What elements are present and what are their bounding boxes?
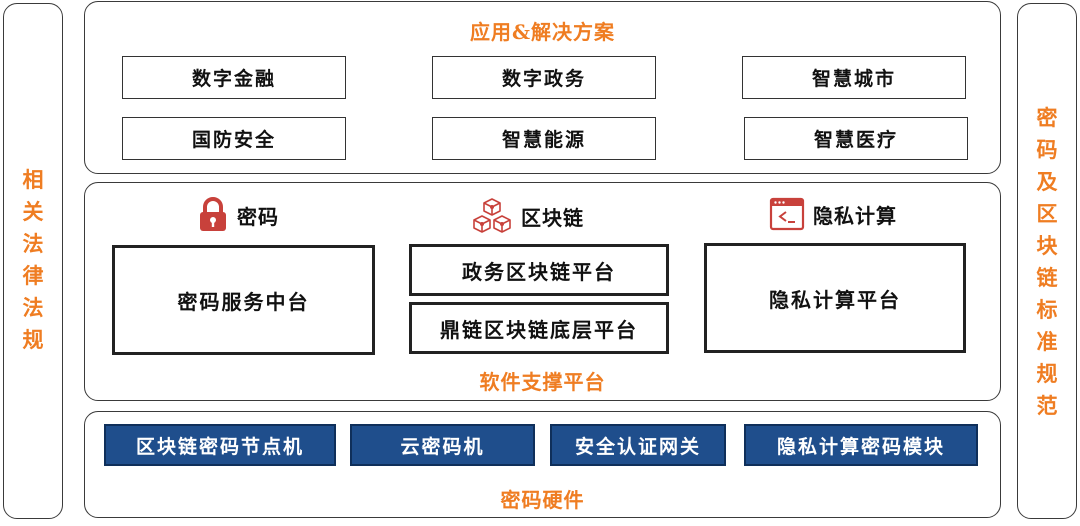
legal-regulations-label-char: 法 [22, 231, 44, 256]
standards-panel: 密码及区块链标准规范 [1017, 3, 1077, 519]
standards-label-char: 链 [1036, 265, 1058, 290]
application-item: 数字政务 [432, 56, 656, 99]
legal-regulations-label-char: 律 [22, 263, 44, 288]
legal-regulations-label-char: 法 [22, 295, 44, 320]
standards-label-char: 准 [1036, 329, 1058, 354]
terminal-window-icon [769, 197, 805, 231]
application-item: 数字金融 [122, 56, 346, 99]
category-crypto: 密码 [197, 197, 279, 233]
standards-label-char: 规 [1036, 361, 1058, 386]
hardware-item: 云密码机 [350, 424, 535, 466]
category-label: 区块链 [521, 205, 584, 230]
hardware-item: 安全认证网关 [550, 424, 726, 466]
standards-label-char: 及 [1036, 169, 1058, 194]
crypto-hardware-title: 密码硬件 [500, 488, 585, 512]
category-privacy-computing: 隐私计算 [769, 197, 897, 231]
category-blockchain: 区块链 [471, 197, 584, 235]
platform-box: 密码服务中台 [112, 245, 375, 355]
standards-label-char: 密 [1036, 105, 1058, 130]
platform-box: 鼎链区块链底层平台 [409, 302, 669, 354]
legal-regulations-label-char: 关 [22, 199, 44, 224]
hardware-item: 隐私计算密码模块 [744, 424, 978, 466]
legal-regulations-label-char: 相 [22, 167, 44, 192]
application-item: 智慧医疗 [744, 117, 968, 160]
platform-box: 政务区块链平台 [409, 244, 669, 296]
standards-label-char: 范 [1036, 393, 1058, 418]
legal-regulations-panel: 相关法律法规 [3, 3, 63, 519]
application-item: 智慧城市 [742, 56, 966, 99]
blockchain-cubes-icon [471, 197, 513, 235]
platform-box: 隐私计算平台 [704, 243, 966, 353]
standards-label-char: 区 [1036, 201, 1058, 226]
software-platform-title: 软件支撑平台 [479, 370, 606, 394]
standards-label-char: 标 [1036, 297, 1058, 322]
standards-label: 密码及区块链标准规范 [1018, 102, 1076, 422]
application-item: 国防安全 [122, 117, 346, 160]
application-item: 智慧能源 [432, 117, 656, 160]
category-label: 密码 [237, 204, 279, 229]
applications-title: 应用&解决方案 [469, 20, 616, 44]
legal-regulations-label-char: 规 [22, 327, 44, 352]
lock-icon [197, 197, 229, 233]
hardware-item: 区块链密码节点机 [104, 424, 336, 466]
legal-regulations-label: 相关法律法规 [4, 164, 62, 356]
standards-label-char: 块 [1036, 233, 1058, 258]
category-label: 隐私计算 [813, 203, 897, 228]
standards-label-char: 码 [1036, 137, 1058, 162]
